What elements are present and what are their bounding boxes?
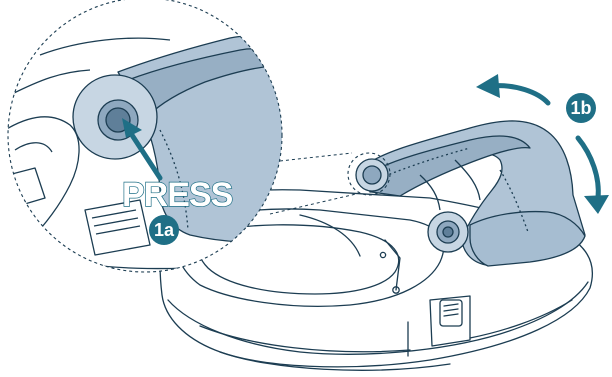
curved-arrow-down-icon	[578, 138, 609, 214]
press-label: PRESS	[122, 176, 233, 214]
step-badge-1a: 1a	[149, 215, 179, 245]
step-badge-1b-text: 1b	[570, 98, 591, 118]
step-badge-1a-text: 1a	[154, 220, 175, 240]
step-badge-1b: 1b	[566, 93, 596, 123]
callout-connector-lines	[270, 153, 356, 214]
curved-arrow-left-icon	[476, 74, 548, 103]
canopy	[362, 121, 585, 266]
left-pivot-hub	[356, 159, 388, 191]
right-pivot-hub	[428, 212, 468, 252]
